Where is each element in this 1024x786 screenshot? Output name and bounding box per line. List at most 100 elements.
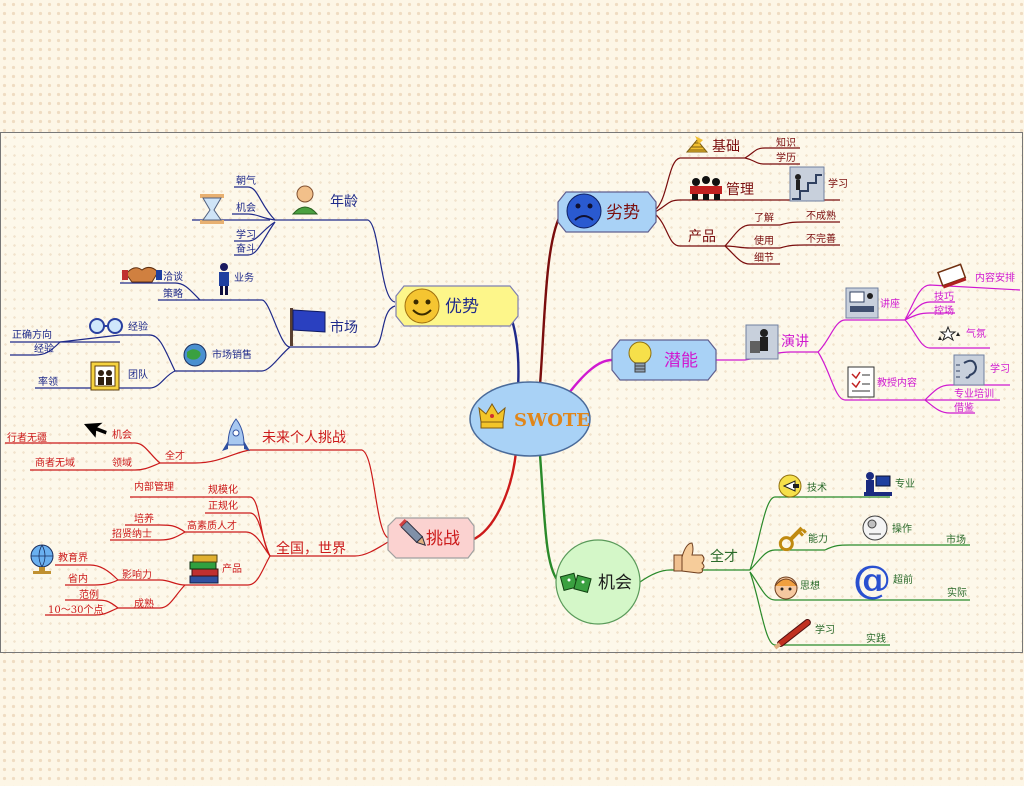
note-bu-wanshan: 不完善 [806,232,836,245]
leaf-jiaoyujie: 教育界 [58,551,88,564]
center-node[interactable]: SWOTE [469,381,591,457]
leaf-jihui-tiaozhan: 机会 [112,428,132,441]
leaf-jihui-youshi: 机会 [236,201,256,214]
stars-icon [938,325,960,342]
crown-icon [478,403,506,429]
leaf-shiyong: 使用 [754,234,774,247]
team-icon [90,361,120,391]
leaf-shangzhe-wuyu: 商者无域 [35,456,75,469]
at-sign-icon: @ [853,557,891,602]
leaf-xuexi-youshi: 学习 [236,228,256,241]
book-icon [937,263,967,289]
gear-head-icon [862,515,888,541]
node-jihui-label: 机会 [598,573,632,593]
node-xiaoshou-label: 市场销售 [212,348,252,361]
leaf-shiji: 实际 [947,586,967,599]
leaf-liaojie: 了解 [754,211,774,224]
node-tuandui-label: 团队 [128,368,148,381]
node-chanpin-lieshi-label: 产品 [688,229,716,245]
node-quancai-jihui[interactable]: 全才 [673,542,738,574]
node-jihui[interactable]: 机会 [555,539,641,625]
leaf-zhuanye-peixun: 专业培训 [954,387,994,400]
node-youshi-label: 优势 [445,297,479,317]
leaf-nengli: 能力 [808,532,828,545]
leaf-zhaoqi: 朝气 [236,174,256,187]
node-youshi[interactable]: 优势 [395,285,519,327]
node-guanli[interactable]: 管理 [690,176,754,200]
node-jingyan-label: 经验 [128,320,148,333]
node-tiaozhan[interactable]: 挑战 [387,517,475,559]
checklist-icon [847,366,875,398]
node-shichang-xiaoshou[interactable]: 市场销售 [183,343,252,367]
leaf-sixiang: 思想 [800,579,820,592]
node-quancai-jihui-label: 全才 [710,548,738,565]
leaf-neibu-guanli: 内部管理 [134,480,174,493]
leaf-kongchang: 控场 [934,304,954,317]
leaf-jingyan: 经验 [34,342,54,355]
sad-face-icon [566,193,602,229]
leaf-xingzhe-wujiang: 行者无疆 [7,431,47,444]
node-lieshi[interactable]: 劣势 [557,191,657,233]
node-nianling-label: 年龄 [330,194,358,210]
leaf-lingyu: 领域 [112,456,132,469]
key-icon [778,526,807,552]
node-jiaoshou-label: 教授内容 [877,376,917,389]
node-yewu[interactable]: 业务 [219,263,254,295]
presenter-icon [845,287,879,319]
lightbulb-icon [628,341,652,373]
node-lieshi-label: 劣势 [606,203,640,223]
node-yanjiang[interactable]: 演讲 [745,324,809,360]
leaf-celue: 策略 [163,287,183,300]
node-qianneng-label: 潜能 [664,351,698,371]
leaf-jiqiao: 技巧 [934,290,954,303]
node-chanpin-tiaozhan-label: 产品 [222,562,242,575]
bat-icon [773,619,811,650]
smiley-face-icon [404,288,440,324]
dice-icon [559,572,592,593]
stairs-icon [789,166,825,202]
leaf-qiatan: 洽谈 [163,270,183,283]
leaf-shijian: 实践 [866,632,886,645]
leaf-xuexi-qianneng: 学习 [990,362,1010,375]
leaf-zhishi: 知识 [776,136,796,149]
node-weilai-label: 未来个人挑战 [262,430,346,446]
leaf-shichang-jihui: 市场 [946,533,966,546]
pencil-icon [399,519,427,547]
user-icon [291,185,319,215]
arrow-cursor-icon [84,422,107,438]
node-quanguo-label: 全国，世界 [276,540,346,557]
checkered-icon [685,136,709,153]
svg-text:@: @ [853,557,891,602]
user-icon [219,263,229,295]
leaf-jiejian: 借鉴 [954,401,974,414]
globe-icon [30,544,54,574]
node-jichu[interactable]: 基础 [685,136,740,155]
node-weilai[interactable]: 未来个人挑战 [222,418,346,451]
head-icon [774,576,798,600]
node-yewu-label: 业务 [234,271,254,284]
node-nianling[interactable]: 年龄 [291,185,358,215]
rocket-icon [222,418,250,451]
leaf-zhaoxian-nashi: 招贤纳士 [112,527,152,540]
node-guifanhua-label: 规模化 [208,483,238,496]
node-shichang[interactable]: 市场 [290,308,358,346]
globe-icon [183,343,207,367]
thumbs-up-icon [673,542,705,574]
ear-icon [953,354,985,386]
leaf-caozuo: 操作 [892,522,912,535]
leaf-chaoqian: 超前 [893,573,913,586]
glasses-icon [89,318,123,334]
leaf-zhuanye: 专业 [895,477,915,490]
node-quancai-tiaozhan-label: 全才 [165,449,185,462]
leaf-xuexi-lieshi: 学习 [828,177,848,190]
node-chengshu-label: 成熟 [134,597,154,610]
node-qianneng[interactable]: 潜能 [611,339,717,381]
crowd-icon [690,176,722,200]
leaf-shengnei: 省内 [68,572,88,585]
node-yanjiang-label: 演讲 [781,334,809,350]
node-shichang-label: 市场 [330,319,358,336]
hourglass-icon [200,194,224,224]
leaf-peiyang: 培养 [134,512,154,525]
node-quanguo[interactable]: 全国，世界 [276,540,346,557]
